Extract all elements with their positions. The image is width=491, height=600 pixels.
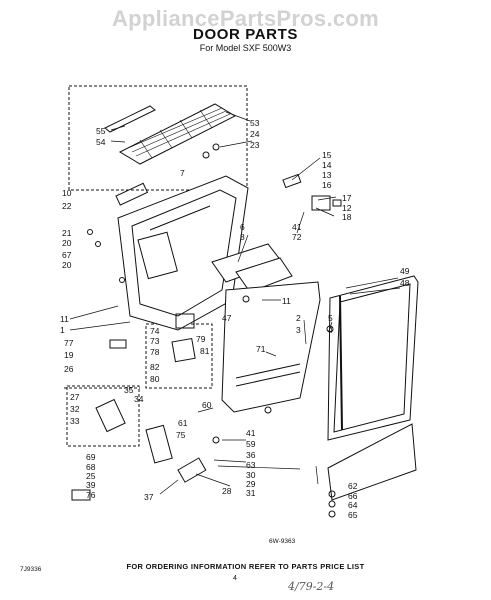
kick-plate	[327, 423, 417, 501]
callout-11b: 11	[60, 314, 69, 324]
callout-65: 65	[348, 510, 358, 520]
callout-35: 35	[124, 385, 134, 395]
callout-73: 73	[150, 336, 160, 346]
part-77	[109, 339, 127, 349]
callout-82: 82	[150, 362, 160, 372]
callout-7: 7	[180, 168, 185, 178]
vent-handle-7	[115, 182, 149, 206]
callout-81: 81	[200, 346, 210, 356]
callout-62: 62	[348, 481, 358, 491]
callout-67: 67	[62, 250, 72, 260]
callout-41b: 41	[246, 428, 256, 438]
callout-3: 3	[296, 325, 301, 335]
callout-55: 55	[96, 126, 106, 136]
leader-lines	[69, 111, 401, 495]
callout-20: 20	[62, 238, 72, 248]
callout-18: 18	[342, 212, 352, 222]
callout-47: 47	[222, 313, 232, 323]
callout-25: 25	[86, 471, 96, 481]
bracket-25	[145, 424, 173, 464]
switch-32	[95, 398, 126, 433]
callout-28: 28	[222, 486, 232, 496]
callout-24: 24	[250, 129, 260, 139]
callout-66: 66	[348, 491, 358, 501]
door-frame	[221, 281, 321, 413]
callout-20b: 20	[62, 260, 72, 270]
callout-10: 10	[62, 188, 72, 198]
callout-29: 29	[246, 479, 256, 489]
watermark: AppliancePartsPros.com	[111, 6, 380, 31]
callout-49: 49	[400, 266, 410, 276]
callout-79: 79	[196, 334, 206, 344]
callout-76: 76	[86, 490, 96, 500]
callout-53: 53	[250, 118, 260, 128]
callout-37: 37	[144, 492, 154, 502]
bracket-29	[177, 457, 207, 483]
callout-15: 15	[322, 150, 332, 160]
callout-74: 74	[150, 326, 160, 336]
part-drawings	[64, 85, 419, 518]
corner-code: 7J9336	[20, 566, 42, 573]
callout-39: 39	[86, 480, 96, 490]
callout-33: 33	[70, 416, 80, 426]
callout-71: 71	[256, 344, 266, 354]
callout-11: 11	[282, 296, 291, 306]
callout-1: 1	[60, 325, 65, 335]
vent-assembly-box	[68, 85, 248, 191]
callout-23: 23	[250, 140, 260, 150]
callout-26: 26	[64, 364, 74, 374]
part-76	[71, 489, 91, 501]
callout-54: 54	[96, 137, 106, 147]
callout-labels: 53 24 23 55 54 15 14 13 16 7 10 22 21 20…	[60, 118, 410, 520]
callout-34: 34	[134, 394, 144, 404]
callout-60: 60	[202, 400, 212, 410]
callout-19: 19	[64, 350, 74, 360]
callout-32: 32	[70, 404, 80, 414]
callout-13: 13	[322, 170, 332, 180]
callout-78: 78	[150, 347, 160, 357]
handwritten-note: 4/79-2-4	[288, 580, 335, 593]
callout-80: 80	[150, 374, 160, 384]
callout-5: 5	[328, 313, 333, 323]
latch-74	[175, 313, 195, 329]
callout-48: 48	[400, 278, 410, 288]
callout-2: 2	[296, 313, 301, 323]
callout-27: 27	[70, 392, 80, 402]
bracket-15	[282, 173, 302, 189]
ordering-footer: FOR ORDERING INFORMATION REFER TO PARTS …	[126, 562, 365, 571]
model-subtitle: For Model SXF 500W3	[199, 43, 292, 53]
callout-8: 8	[240, 232, 245, 242]
callout-6: 6	[240, 222, 245, 232]
callout-59: 59	[246, 439, 256, 449]
callout-63: 63	[246, 460, 256, 470]
figure-code: 6W-9363	[269, 538, 296, 545]
callout-4: 4	[328, 325, 333, 335]
vent-bar	[104, 105, 156, 133]
callout-75: 75	[176, 430, 186, 440]
callout-41: 41	[292, 222, 302, 232]
page-number: 4	[233, 575, 237, 582]
callout-61: 61	[178, 418, 188, 428]
callout-77: 77	[64, 338, 74, 348]
callout-14: 14	[322, 160, 332, 170]
callout-72: 72	[292, 232, 302, 242]
page-title: DOOR PARTS	[193, 26, 298, 43]
callout-31: 31	[246, 488, 256, 498]
callout-22: 22	[62, 201, 72, 211]
callout-68: 68	[86, 462, 96, 472]
callout-12: 12	[342, 203, 352, 213]
callout-16: 16	[322, 180, 332, 190]
callout-30: 30	[246, 470, 256, 480]
callout-64: 64	[348, 500, 358, 510]
callout-69: 69	[86, 452, 96, 462]
fastener-23	[212, 143, 220, 151]
callout-36: 36	[246, 450, 256, 460]
switch-assembly-box	[66, 385, 140, 447]
callout-21: 21	[62, 228, 72, 238]
callout-17: 17	[342, 193, 352, 203]
